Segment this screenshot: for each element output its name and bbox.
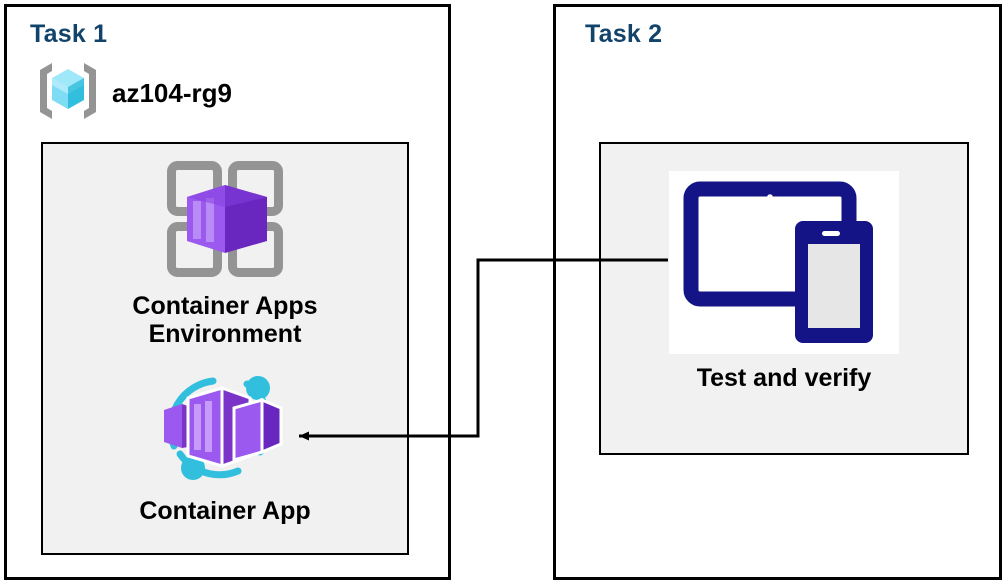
- task-1-title: Task 1: [30, 20, 108, 48]
- test-and-verify-label: Test and verify: [697, 364, 872, 392]
- container-apps-environment-icon: [161, 155, 289, 288]
- container-apps-environment-node: Container Apps Environment: [41, 155, 409, 348]
- resource-group-icon: [34, 60, 102, 127]
- container-apps-environment-label: Container Apps Environment: [132, 292, 317, 348]
- container-app-icon: [150, 368, 300, 493]
- test-and-verify-label-line1: Test and verify: [696, 364, 872, 392]
- test-and-verify-devices-icon: [669, 171, 899, 354]
- resource-group-label: az104-rg9: [112, 78, 232, 108]
- task-2-title: Task 2: [585, 20, 663, 48]
- container-apps-environment-label-line2: Environment: [148, 320, 302, 348]
- container-app-label-line1: Container App: [139, 497, 311, 525]
- test-and-verify-node: Test and verify: [599, 171, 969, 392]
- resource-group-row: az104-rg9: [34, 60, 232, 127]
- container-apps-environment-label-line1: Container Apps: [132, 292, 318, 320]
- container-app-node: Container App: [41, 368, 409, 525]
- container-app-label: Container App: [139, 497, 310, 525]
